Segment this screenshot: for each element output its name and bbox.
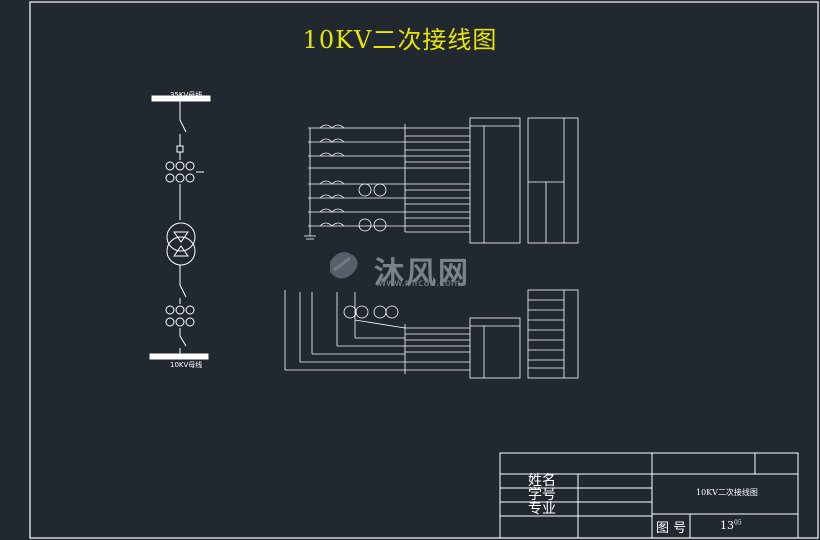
bottom-bus-label: 10KV母线 (170, 361, 203, 369)
watermark-text: 沐风网 (374, 256, 470, 291)
drawing-number-value: 13 (720, 519, 734, 532)
ct-group-bottom (165, 305, 195, 327)
ct-group-top (165, 161, 195, 183)
relay-panel-upper (469, 117, 521, 244)
power-transformer (166, 222, 196, 266)
single-line-diagram (149, 95, 211, 360)
drawing-number-sup: 05 (734, 519, 742, 527)
drawing-number-label: 图 号 (656, 521, 687, 536)
title-block-frame (499, 452, 799, 539)
drawing-number: 1305 (720, 519, 742, 532)
bottom-busbar (149, 353, 209, 360)
drawing-border (29, 1, 819, 539)
top-busbar (151, 95, 211, 102)
student-id-label: 学号 (528, 487, 556, 503)
watermark: 沐风网 www.mfcad.com (328, 248, 470, 292)
upper-wiring-group (304, 117, 579, 244)
function-table-upper (527, 117, 579, 244)
drawing-title: 10KV二次接线图 (696, 488, 758, 497)
watermark-url: www.mfcad.com (378, 278, 461, 289)
page-title: 10KV二次接线图 (302, 26, 498, 54)
lower-wiring-group (284, 289, 579, 379)
name-label: 姓名 (528, 473, 556, 489)
top-bus-label: 35KV母线 (170, 91, 203, 99)
major-label: 专业 (528, 501, 556, 517)
relay-panel-lower (469, 317, 521, 379)
watermark-logo-icon (330, 252, 358, 279)
function-table-lower (527, 289, 579, 379)
